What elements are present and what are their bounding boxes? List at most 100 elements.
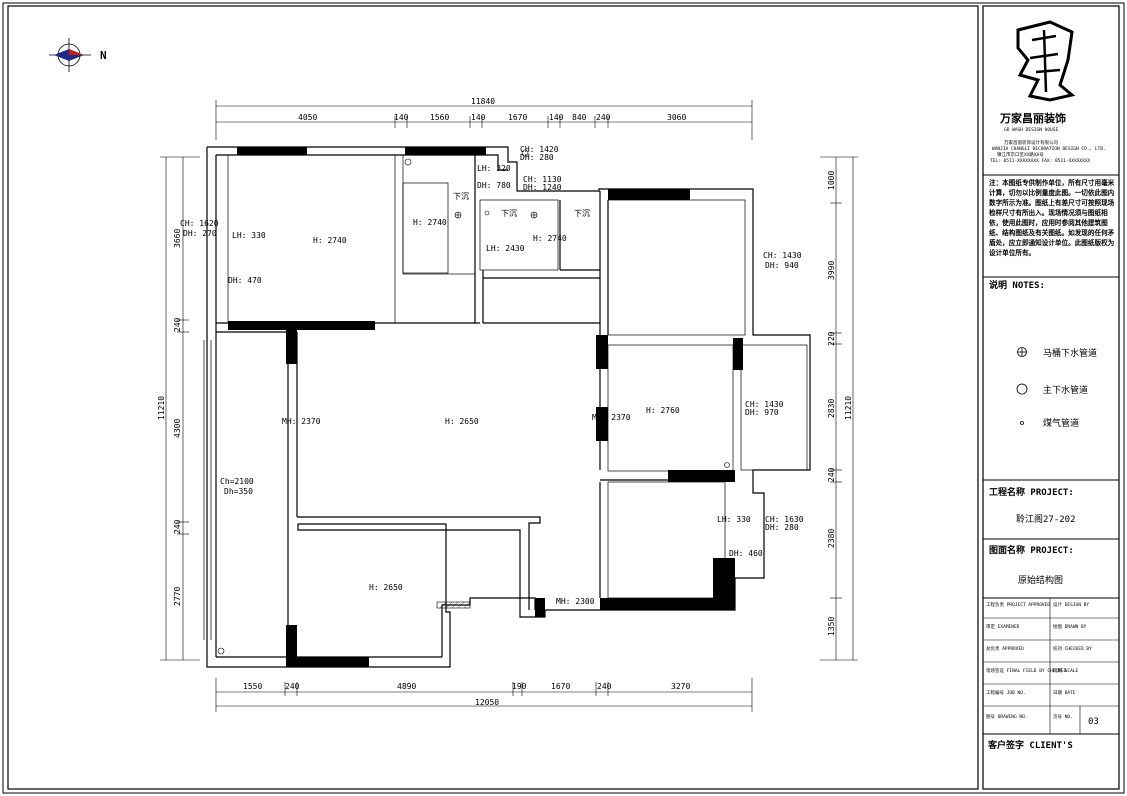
dim-label: 1550 [243, 682, 262, 691]
room-label: DH: 280 [520, 153, 554, 162]
room-label: DH: 970 [745, 408, 779, 417]
dim-label: 3660 [173, 229, 182, 248]
room-label: 下沉 [574, 209, 590, 218]
left-dimension [160, 156, 200, 661]
toilet-drain-icon [454, 211, 462, 219]
table-cell: 审定 EXAMINED [986, 623, 1020, 630]
left-segment-labels: 3660 240 4300 240 2770 [173, 229, 182, 606]
room-label: Dh=350 [224, 487, 253, 496]
legend-label: 主下水管道 [1043, 384, 1088, 396]
company-name: 万家昌丽装饰 [999, 111, 1066, 125]
dim-label: 2830 [827, 399, 836, 418]
toilet-drain-icon [1017, 347, 1027, 357]
room-label: LH: 320 [477, 164, 511, 173]
room-label: H: 2740 [413, 218, 447, 227]
dim-label: 3990 [827, 261, 836, 280]
project-value: 聆江阁27-202 [1016, 513, 1076, 525]
dim-label: 240 [173, 317, 182, 332]
table-cell: 设计 DESIGN BY [1053, 601, 1089, 608]
dim-label: 140 [394, 113, 409, 122]
room-label: CH: 1420 [520, 145, 559, 154]
table-cell: 日期 DATE [1053, 690, 1076, 696]
structural-columns [228, 147, 743, 667]
room-label: DH: 270 [183, 229, 217, 238]
compass-icon [49, 38, 91, 72]
room-label: CH: 1130 [523, 175, 562, 184]
main-drain-icon [404, 158, 412, 166]
gas-pipe-icon [1020, 421, 1024, 425]
table-cell: 比例 SCALE [1053, 667, 1079, 674]
top-dimension [215, 100, 753, 140]
room-label: DH: 780 [477, 181, 511, 190]
right-segment-labels: 1000 3990 220 2830 240 2380 1350 [827, 171, 836, 636]
dim-label: 140 [549, 113, 564, 122]
dim-label: 240 [597, 682, 612, 691]
northeast-room [607, 199, 746, 336]
east-balcony [740, 344, 808, 471]
title-block-frame [982, 5, 1120, 790]
top-total-dim: 11840 [471, 97, 495, 106]
notes-disclaimer-box: 注：本图纸专供制作单位，所有尺寸用毫米计算，切勿以比例量度此图。一切依此图内数字… [989, 179, 1115, 257]
room-label: LH: 330 [717, 515, 751, 524]
project-label: 工程名称 PROJECT: [989, 486, 1074, 498]
room-label: CH: 1430 [745, 400, 784, 409]
table-cell: 绘图 DRAWN BY [1053, 623, 1087, 630]
main-drain-icon [722, 569, 728, 575]
bottom-total-dim: 12050 [475, 698, 499, 707]
company-en: GD WASH DESIGN HOUSE [1004, 127, 1058, 133]
dim-label: 2380 [827, 529, 836, 548]
dim-label: 4050 [298, 113, 317, 122]
room-label: CH: 1430 [763, 251, 802, 260]
room-label: LH: 2430 [486, 244, 525, 253]
table-cell: 校对 CHECKED BY [1053, 645, 1092, 652]
room-label: DH: 470 [228, 276, 262, 285]
right-dimension [820, 156, 858, 661]
table-cell: 页号 NO. [1053, 714, 1073, 720]
dim-label: 3060 [667, 113, 686, 122]
page-number: 03 [1088, 717, 1099, 727]
dim-label: 1670 [551, 682, 570, 691]
toilet-drain-icon [530, 211, 538, 219]
dim-label: 220 [827, 331, 836, 346]
dim-label: 1670 [508, 113, 527, 122]
southeast-bedroom [607, 481, 726, 599]
hatched-ledge [436, 601, 471, 609]
room-label: DH: 280 [765, 523, 799, 532]
outer-wall [206, 146, 811, 668]
room-label: CH: 1620 [180, 219, 219, 228]
room-label: 下沉 [453, 192, 469, 201]
closet [402, 182, 449, 274]
dim-label: 240 [285, 682, 300, 691]
room-label: H: 2650 [369, 583, 403, 592]
room-label: DH: 940 [765, 261, 799, 270]
right-total-dim: 11210 [844, 396, 853, 420]
bottom-segment-labels: 1550 240 4890 190 1670 240 3270 [243, 682, 690, 691]
inner-wall-top [216, 154, 508, 171]
top-segment-labels: 4050 140 1560 140 1670 140 840 240 3060 [298, 113, 686, 122]
north-label: N [100, 49, 107, 62]
dim-label: 4890 [397, 682, 416, 691]
signature-table: 工程负责 PROJECT APPROVED 设计 DESIGN BY 审定 EX… [983, 598, 1119, 735]
dim-label: 1000 [827, 171, 836, 190]
address: 镇江市京口区XX路XX号 [997, 151, 1044, 158]
room-annotations: H: 2740 LH: 330 DH: 470 CH: 1620 DH: 270… [180, 145, 804, 606]
room-label: DH: 1240 [523, 183, 562, 192]
company-logo [1016, 20, 1076, 102]
room-label: H: 2650 [445, 417, 479, 426]
bottom-dimension [215, 678, 753, 712]
dim-label: 3270 [671, 682, 690, 691]
main-drain-icon [484, 210, 490, 216]
main-drain-icon [1016, 383, 1028, 395]
left-total-dim: 11210 [157, 396, 166, 420]
drawing-frame [7, 5, 979, 790]
room-label: MH: 2370 [592, 413, 631, 422]
dim-label: 140 [471, 113, 486, 122]
dim-label: 240 [827, 467, 836, 482]
legend-label: 煤气管道 [1043, 417, 1079, 429]
dim-label: 2770 [173, 587, 182, 606]
contact: TEL: 0511-XXXXXXXX FAX: 0511-XXXXXXXX [990, 158, 1091, 164]
room-label: MH: 2300 [556, 597, 595, 606]
notes-disclaimer: 注：本图纸专供制作单位，所有尺寸用毫米计算，切勿以比例量度此图。一切依此图内数字… [989, 179, 1115, 257]
